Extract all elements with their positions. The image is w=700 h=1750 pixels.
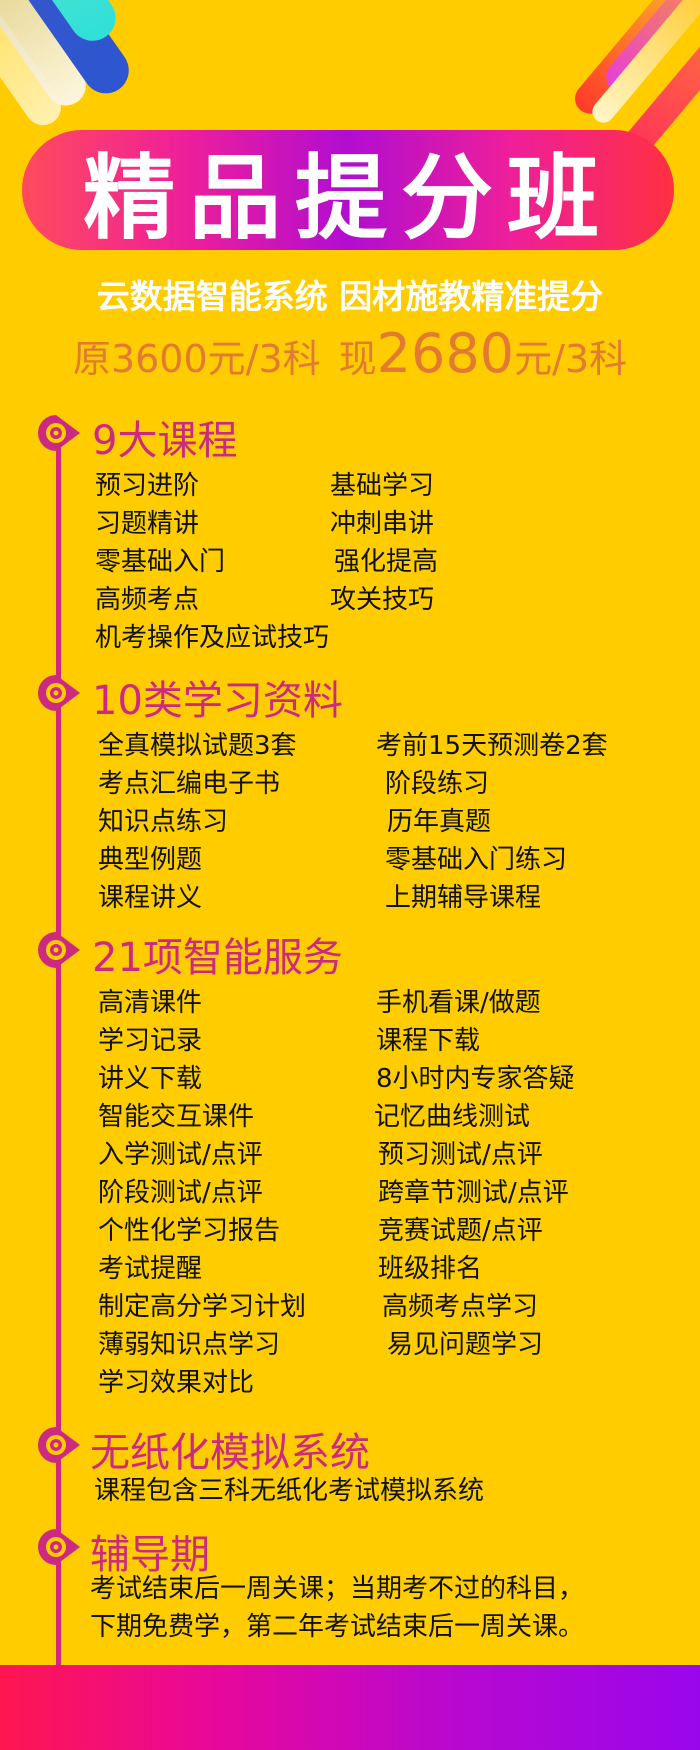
list-item: 攻关技巧 [330, 585, 435, 615]
original-price-amount: 3600 [110, 337, 208, 381]
list-item: 智能交互课件 [98, 1102, 255, 1132]
eye-target-icon [38, 932, 80, 968]
list-item: 手机看课/做题 [376, 988, 541, 1018]
price-line: 原3600元/3科现2680元/3科 [0, 322, 700, 385]
original-price-suffix: 元/3科 [207, 337, 321, 381]
list-item: 8小时内专家答疑 [376, 1064, 575, 1094]
list-item: 个性化学习报告 [98, 1216, 281, 1246]
current-price-prefix: 现 [338, 337, 377, 381]
list-item: 冲刺串讲 [330, 509, 435, 539]
list-item: 学习效果对比 [98, 1368, 255, 1398]
eye-target-icon [38, 1427, 80, 1463]
section-title-courses: 9大课程 [92, 418, 238, 464]
list-item: 零基础入门练习 [385, 845, 568, 875]
list-item: 跨章节测试/点评 [378, 1178, 569, 1208]
section-title-materials: 10类学习资料 [92, 678, 343, 724]
list-item: 制定高分学习计划 [98, 1292, 307, 1322]
list-item: 班级排名 [378, 1254, 483, 1284]
list-item: 学习记录 [98, 1026, 203, 1056]
list-item: 易见问题学习 [387, 1330, 544, 1360]
list-item: 强化提高 [334, 547, 439, 577]
list-item: 阶段练习 [385, 769, 490, 799]
list-item: 薄弱知识点学习 [98, 1330, 281, 1360]
list-item: 课程讲义 [98, 883, 203, 913]
list-item: 零基础入门 [95, 547, 226, 577]
eye-target-icon [38, 1529, 80, 1565]
tutoring-period-line-2: 下期免费学，第二年考试结束后一周关课。 [90, 1612, 585, 1642]
current-price-suffix: 元/3科 [514, 337, 628, 381]
bottom-gradient-band [0, 1665, 700, 1750]
list-item: 考前15天预测卷2套 [376, 731, 608, 761]
tutoring-period-line-1: 考试结束后一周关课；当期考不过的科目， [90, 1574, 585, 1604]
list-item: 预习测试/点评 [378, 1140, 543, 1170]
eye-target-icon [38, 415, 80, 451]
original-price-prefix: 原 [72, 337, 111, 381]
list-item: 全真模拟试题3套 [98, 731, 297, 761]
list-item: 高频考点学习 [382, 1292, 539, 1322]
page-title: 精品提分班 [82, 144, 613, 252]
list-item: 入学测试/点评 [98, 1140, 263, 1170]
section-title-tutoring-period: 辅导期 [90, 1532, 210, 1578]
title-banner: 精品提分班 [22, 130, 674, 252]
list-item: 阶段测试/点评 [98, 1178, 263, 1208]
eye-target-icon [38, 675, 80, 711]
list-item: 知识点练习 [98, 807, 229, 837]
list-item: 讲义下载 [98, 1064, 203, 1094]
list-item: 习题精讲 [95, 509, 200, 539]
section-title-services: 21项智能服务 [92, 935, 343, 981]
list-item: 考试提醒 [98, 1254, 203, 1284]
list-item: 机考操作及应试技巧 [95, 623, 330, 653]
list-item: 历年真题 [387, 807, 492, 837]
list-item: 预习进阶 [95, 471, 200, 501]
list-item: 记忆曲线测试 [374, 1102, 531, 1132]
list-item: 课程下载 [376, 1026, 481, 1056]
list-item: 高频考点 [95, 585, 200, 615]
list-item: 考点汇编电子书 [98, 769, 281, 799]
subtitle: 云数据智能系统 因材施教精准提分 [96, 277, 604, 316]
list-item: 上期辅导课程 [385, 883, 542, 913]
current-price-amount: 2680 [376, 322, 515, 385]
paperless-description: 课程包含三科无纸化考试模拟系统 [94, 1476, 485, 1506]
list-item: 基础学习 [330, 471, 435, 501]
section-title-paperless-system: 无纸化模拟系统 [90, 1430, 370, 1476]
list-item: 典型例题 [98, 845, 203, 875]
list-item: 高清课件 [98, 988, 203, 1018]
timeline-line [56, 440, 61, 1670]
list-item: 竞赛试题/点评 [378, 1216, 543, 1246]
